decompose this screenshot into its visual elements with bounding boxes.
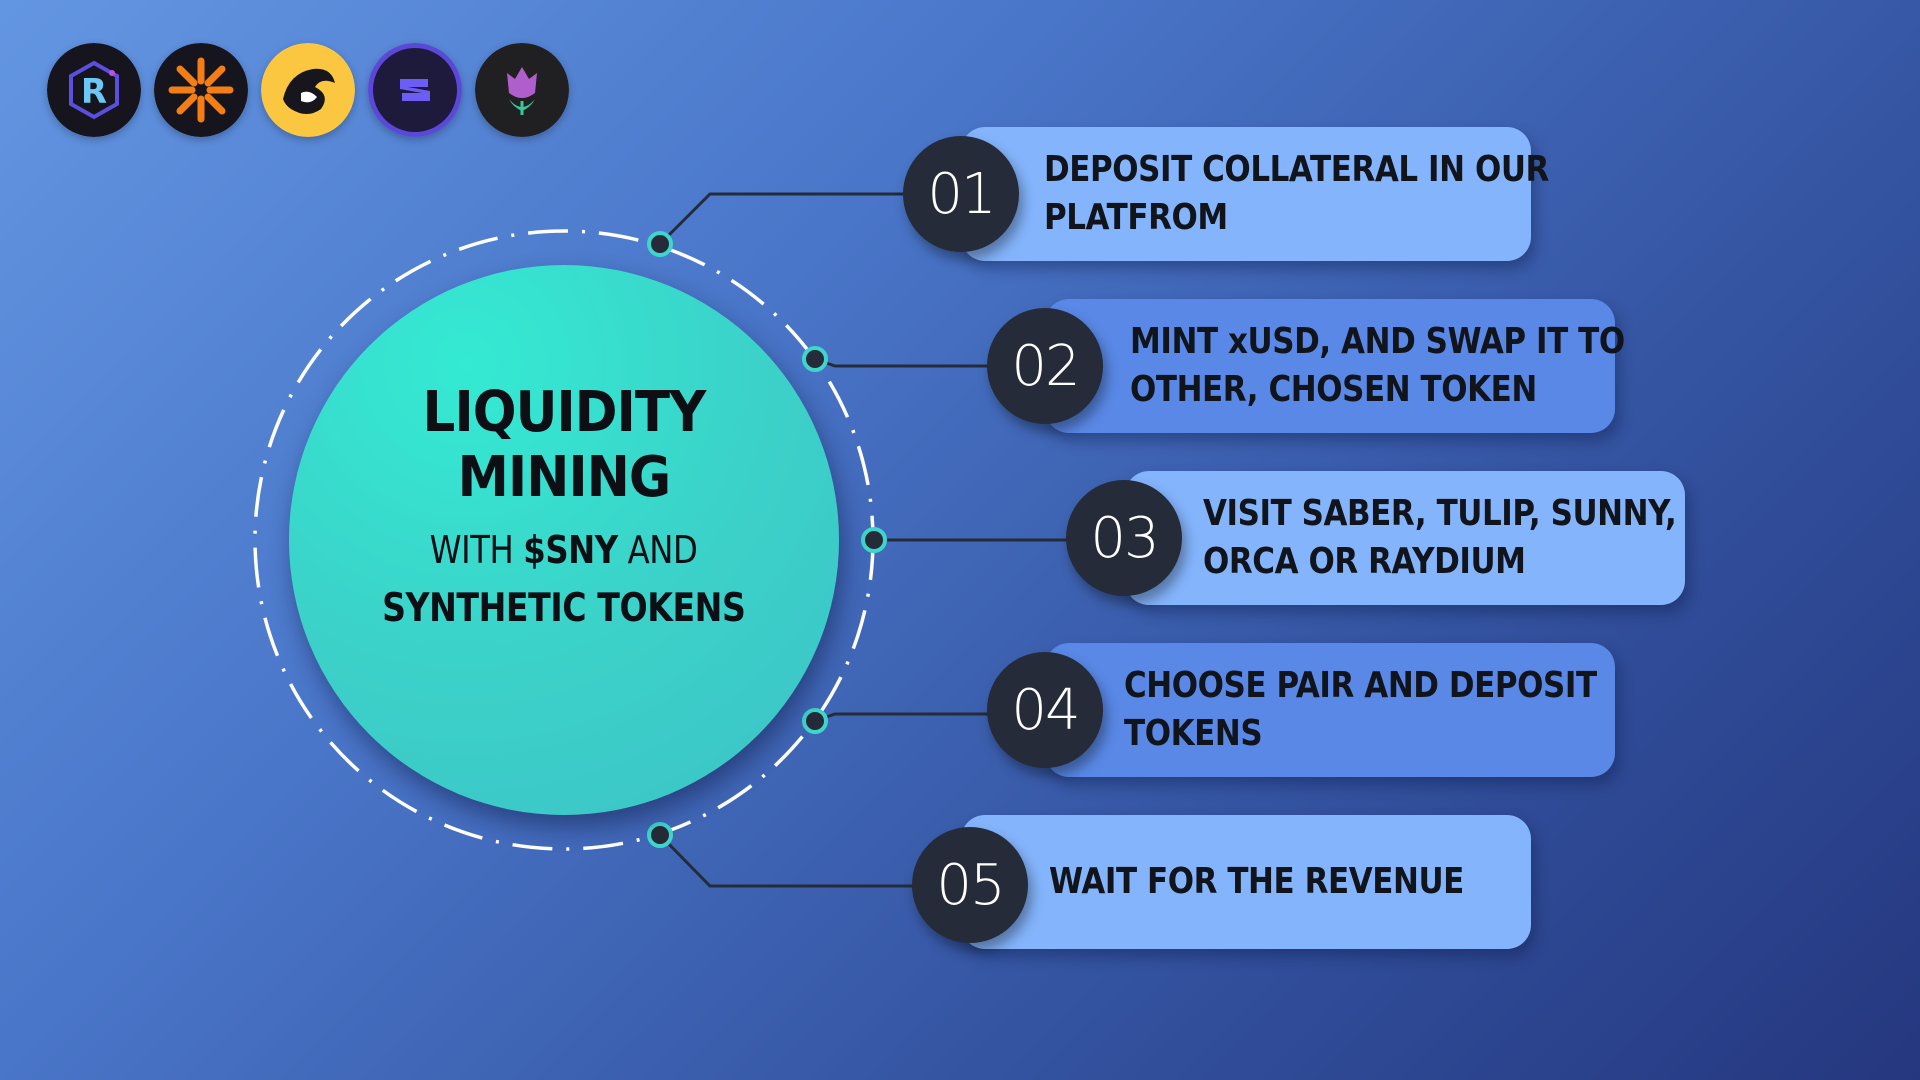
step-03: 03 VISIT SABER, TULIP, SUNNY, ORCA OR RA… xyxy=(1066,471,1685,605)
hub-title: LIQUIDITY MINING xyxy=(422,379,707,510)
hub-and: AND xyxy=(628,527,698,572)
saber-icon xyxy=(368,43,462,137)
node-dot-05 xyxy=(647,822,673,848)
step-number: 05 xyxy=(912,827,1028,943)
step-label-line1: CHOOSE PAIR AND DEPOSIT xyxy=(1124,665,1597,706)
step-bar xyxy=(1125,471,1685,605)
svg-text:R: R xyxy=(81,72,107,112)
step-label: CHOOSE PAIR AND DEPOSIT TOKENS xyxy=(1124,662,1597,758)
connector-02 xyxy=(814,357,990,368)
node-dot-01 xyxy=(647,231,673,257)
step-02: 02 MINT xUSD, AND SWAP IT TO OTHER, CHOS… xyxy=(987,299,1625,433)
node-dot-02 xyxy=(802,346,828,372)
node-dot-03 xyxy=(861,527,887,553)
step-label-line2: PLATFROM xyxy=(1044,197,1228,238)
step-number: 02 xyxy=(987,308,1103,424)
step-05: 05 WAIT FOR THE REVENUE xyxy=(912,815,1531,949)
hub-token: $SNY xyxy=(523,527,619,572)
step-label-line2: OTHER, CHOSEN TOKEN xyxy=(1130,369,1537,410)
step-label: MINT xUSD, AND SWAP IT TO OTHER, CHOSEN … xyxy=(1130,318,1625,414)
step-bar xyxy=(961,815,1531,949)
raydium-icon: R xyxy=(47,43,141,137)
step-label: VISIT SABER, TULIP, SUNNY, ORCA OR RAYDI… xyxy=(1203,490,1677,586)
step-label-line1: MINT xUSD, AND SWAP IT TO xyxy=(1130,321,1625,362)
step-label-line1: WAIT FOR THE REVENUE xyxy=(1049,861,1464,902)
connector-05 xyxy=(658,833,920,888)
hub-subtitle-line: WITH $SNY AND xyxy=(430,528,698,572)
orca-icon xyxy=(261,43,355,137)
step-number: 03 xyxy=(1066,480,1182,596)
tulip-icon xyxy=(475,43,569,137)
hub-with: WITH xyxy=(430,527,514,572)
step-label-line2: TOKENS xyxy=(1124,713,1263,754)
step-label-line2: ORCA OR RAYDIUM xyxy=(1203,541,1526,582)
sunny-icon xyxy=(154,43,248,137)
step-label-line1: DEPOSIT COLLATERAL IN OUR xyxy=(1044,149,1549,190)
step-label-line1: VISIT SABER, TULIP, SUNNY, xyxy=(1203,493,1677,534)
step-label: WAIT FOR THE REVENUE xyxy=(1049,858,1464,906)
step-04: 04 CHOOSE PAIR AND DEPOSIT TOKENS xyxy=(987,643,1615,777)
step-bar xyxy=(1045,643,1615,777)
node-dot-04 xyxy=(802,708,828,734)
connector-01 xyxy=(658,192,910,246)
hub-subtitle: SYNTHETIC TOKENS xyxy=(382,585,746,631)
step-bar xyxy=(961,127,1531,261)
step-number: 01 xyxy=(903,136,1019,252)
connector-04 xyxy=(814,712,990,723)
step-number: 04 xyxy=(987,652,1103,768)
step-bar xyxy=(1045,299,1615,433)
step-01: 01 DEPOSIT COLLATERAL IN OUR PLATFROM xyxy=(903,127,1549,261)
step-label: DEPOSIT COLLATERAL IN OUR PLATFROM xyxy=(1044,146,1549,242)
hub-circle: LIQUIDITY MINING WITH $SNY AND SYNTHETIC… xyxy=(289,265,839,815)
